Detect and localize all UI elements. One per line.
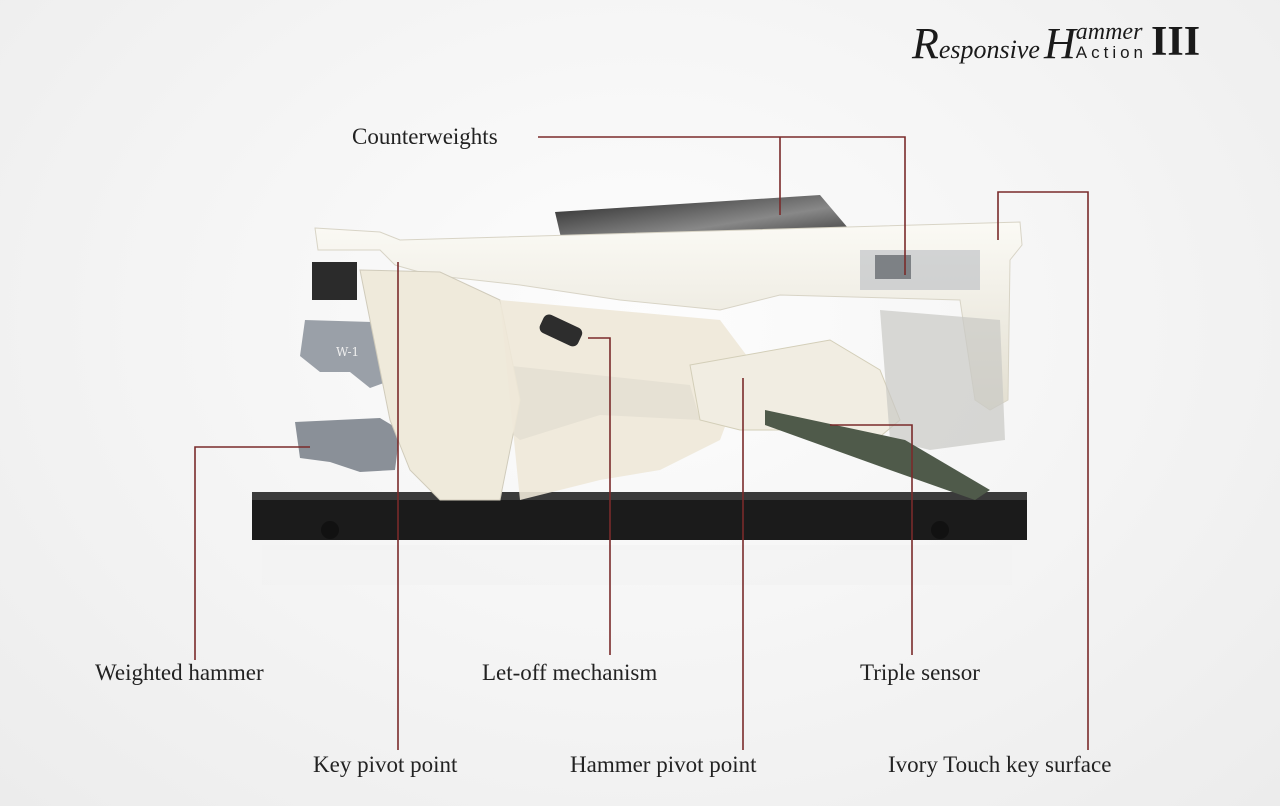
label-counterweights: Counterweights xyxy=(352,124,498,149)
hammer-lower xyxy=(295,418,400,472)
label-hammer-pivot-point: Hammer pivot point xyxy=(570,752,757,777)
label-let-off-mechanism: Let-off mechanism xyxy=(482,660,658,685)
logo-esponsive: esponsive xyxy=(938,35,1040,64)
hammer-head xyxy=(312,262,357,300)
logo-r: R xyxy=(912,19,939,68)
let-off-part xyxy=(539,314,583,347)
hammer-upper: W-1 xyxy=(300,320,392,388)
key-body xyxy=(314,221,1023,501)
weighted-hammer-line xyxy=(194,446,310,660)
counterweights-line xyxy=(538,136,906,275)
label-key-pivot-point: Key pivot point xyxy=(313,752,458,777)
logo-roman: III xyxy=(1151,19,1201,65)
hammer-mark: W-1 xyxy=(336,345,359,359)
logo-ammer: ammer xyxy=(1075,19,1143,45)
base-rail xyxy=(252,492,1027,585)
triple-sensor-line xyxy=(830,424,913,655)
let-off-line xyxy=(588,337,611,655)
label-ivory-touch-key-surface: Ivory Touch key surface xyxy=(888,752,1112,777)
callout-lines xyxy=(194,136,1089,750)
label-triple-sensor: Triple sensor xyxy=(860,660,980,685)
logo-action: Action xyxy=(1075,43,1148,62)
label-weighted-hammer: Weighted hammer xyxy=(95,660,264,685)
ivory-touch-line xyxy=(997,191,1089,750)
sensor-board xyxy=(765,410,990,500)
logo-h: H xyxy=(1043,19,1076,68)
